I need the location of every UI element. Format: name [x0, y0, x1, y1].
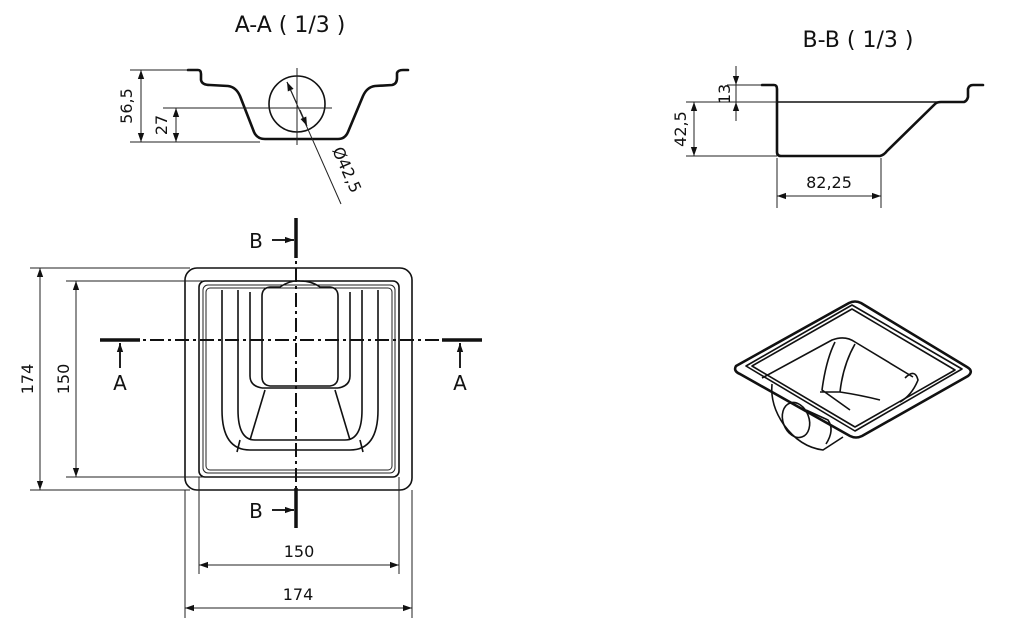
section-aa: A-A ( 1/3 ) 56,5 27 Ø42,5 [117, 13, 410, 205]
dim-total-height: 56,5 [117, 88, 136, 124]
dim-inner-width: 150 [284, 542, 315, 561]
section-bb-title: B-B ( 1/3 ) [803, 28, 914, 53]
cut-label-b-top: B [249, 229, 263, 253]
cut-label-a-right: A [453, 371, 467, 395]
section-aa-profile [186, 68, 410, 141]
dim-pipe-center-height: 27 [152, 115, 171, 135]
dim-inner-height: 150 [54, 364, 73, 395]
dim-body-depth: 42,5 [671, 111, 690, 147]
dim-outer-height: 174 [18, 364, 37, 395]
iso-outer-flange [733, 300, 973, 439]
outlet-opening [261, 280, 339, 387]
dim-outer-width: 174 [283, 585, 314, 604]
plan-view: B B A A 174 150 150 174 [18, 218, 482, 618]
section-bb: B-B ( 1/3 ) 13 42,5 82,25 [671, 28, 985, 208]
dim-flange-depth: 13 [715, 84, 734, 104]
bowl-outline [221, 290, 379, 451]
outer-flange [184, 267, 413, 491]
dim-bottom-width: 82,25 [806, 173, 852, 192]
iso-pipe-outlet [781, 401, 811, 439]
cut-label-b-bottom: B [249, 499, 263, 523]
section-bb-profile [760, 83, 985, 158]
inner-rim [198, 280, 400, 478]
section-aa-title: A-A ( 1/3 ) [235, 13, 346, 38]
isometric-view [733, 300, 973, 451]
cut-label-a-left: A [113, 371, 127, 395]
